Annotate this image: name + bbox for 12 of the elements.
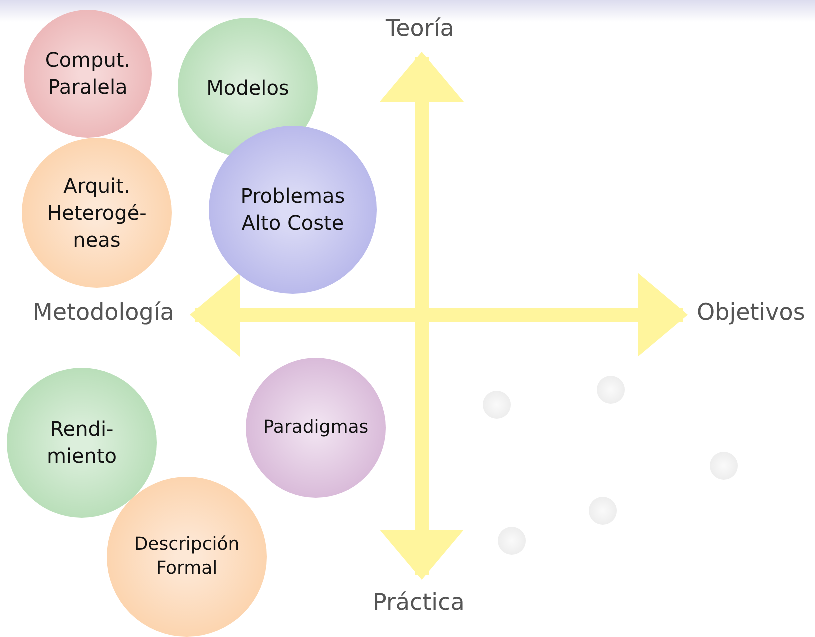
topic-circle: Paradigmas [246,358,386,498]
axis-label: Objetivos [697,300,806,326]
topic-circle: Comput. Paralela [24,10,152,138]
topic-circle: Descripción Formal [107,477,267,637]
axis-arrow [380,52,464,580]
topic-circle: Arquit. Heterogé- neas [22,138,172,288]
axis-arrow [190,273,688,357]
axis-label: Metodología [33,300,174,326]
topic-circle: Rendi- miento [7,368,157,518]
topic-circle: Problemas Alto Coste [209,126,377,294]
axis-label: Práctica [373,590,465,616]
axis-label: Teoría [386,16,454,42]
